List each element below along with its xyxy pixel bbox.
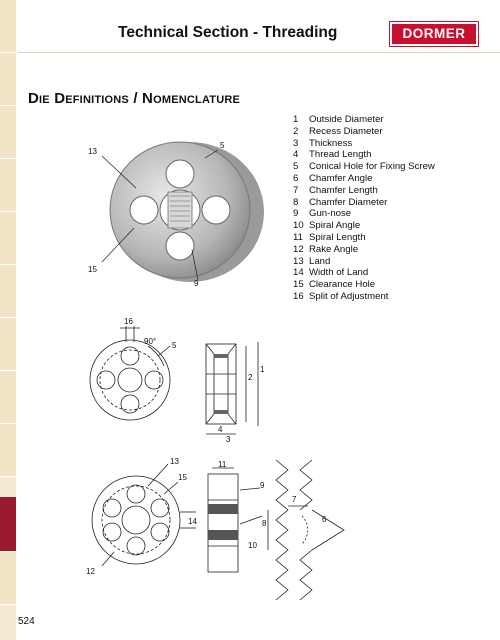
side-tab[interactable]	[0, 53, 16, 106]
side-tab[interactable]	[0, 212, 16, 265]
label-9: 9	[260, 481, 265, 490]
label-4: 4	[218, 425, 223, 434]
die-bottom-side-drawing: 11 9 10	[207, 460, 265, 573]
side-tab[interactable]	[0, 371, 16, 424]
side-tab[interactable]	[0, 265, 16, 318]
side-tab[interactable]	[0, 318, 16, 371]
die-front-view-drawing: 16 90° 5	[89, 317, 177, 421]
label-3: 3	[226, 435, 231, 444]
label-8: 8	[262, 519, 267, 528]
page-title: Technical Section - Threading	[118, 24, 338, 41]
side-tab-active[interactable]	[0, 497, 16, 552]
page-number: 524	[18, 616, 35, 627]
side-tab[interactable]	[0, 106, 16, 159]
section-title: Die Definitions / Nomenclature	[28, 90, 241, 107]
label-5: 5	[172, 341, 177, 350]
label-11: 11	[218, 460, 227, 469]
side-tab[interactable]	[0, 424, 16, 477]
label-7: 7	[292, 495, 297, 504]
label-13: 13	[88, 147, 97, 156]
side-tab[interactable]	[0, 0, 16, 53]
label-5: 5	[220, 141, 225, 150]
label-14: 14	[188, 517, 197, 526]
label-9: 9	[194, 279, 199, 288]
dormer-logo: DORMER	[389, 21, 479, 47]
die-side-section-drawing: 1 2 4 3	[205, 342, 265, 444]
label-2: 2	[248, 373, 253, 382]
label-90deg: 90°	[144, 337, 156, 346]
label-12: 12	[86, 567, 95, 576]
logo-text: DORMER	[402, 26, 466, 41]
label-10: 10	[248, 541, 257, 550]
label-13: 13	[170, 457, 179, 466]
label-15: 15	[88, 265, 97, 274]
die-photo-illustration: 13 5 15 9	[88, 141, 264, 288]
label-16: 16	[124, 317, 133, 326]
label-15: 15	[178, 473, 187, 482]
side-tab[interactable]	[0, 552, 16, 605]
label-1: 1	[260, 365, 265, 374]
label-6: 6	[322, 515, 327, 524]
header-divider	[18, 52, 500, 53]
die-bottom-front-drawing: 13 15 14 12	[86, 457, 197, 576]
side-tab[interactable]	[0, 159, 16, 212]
side-tab-strip	[0, 0, 16, 640]
thread-detail-drawing: 7 6 8	[262, 459, 345, 601]
